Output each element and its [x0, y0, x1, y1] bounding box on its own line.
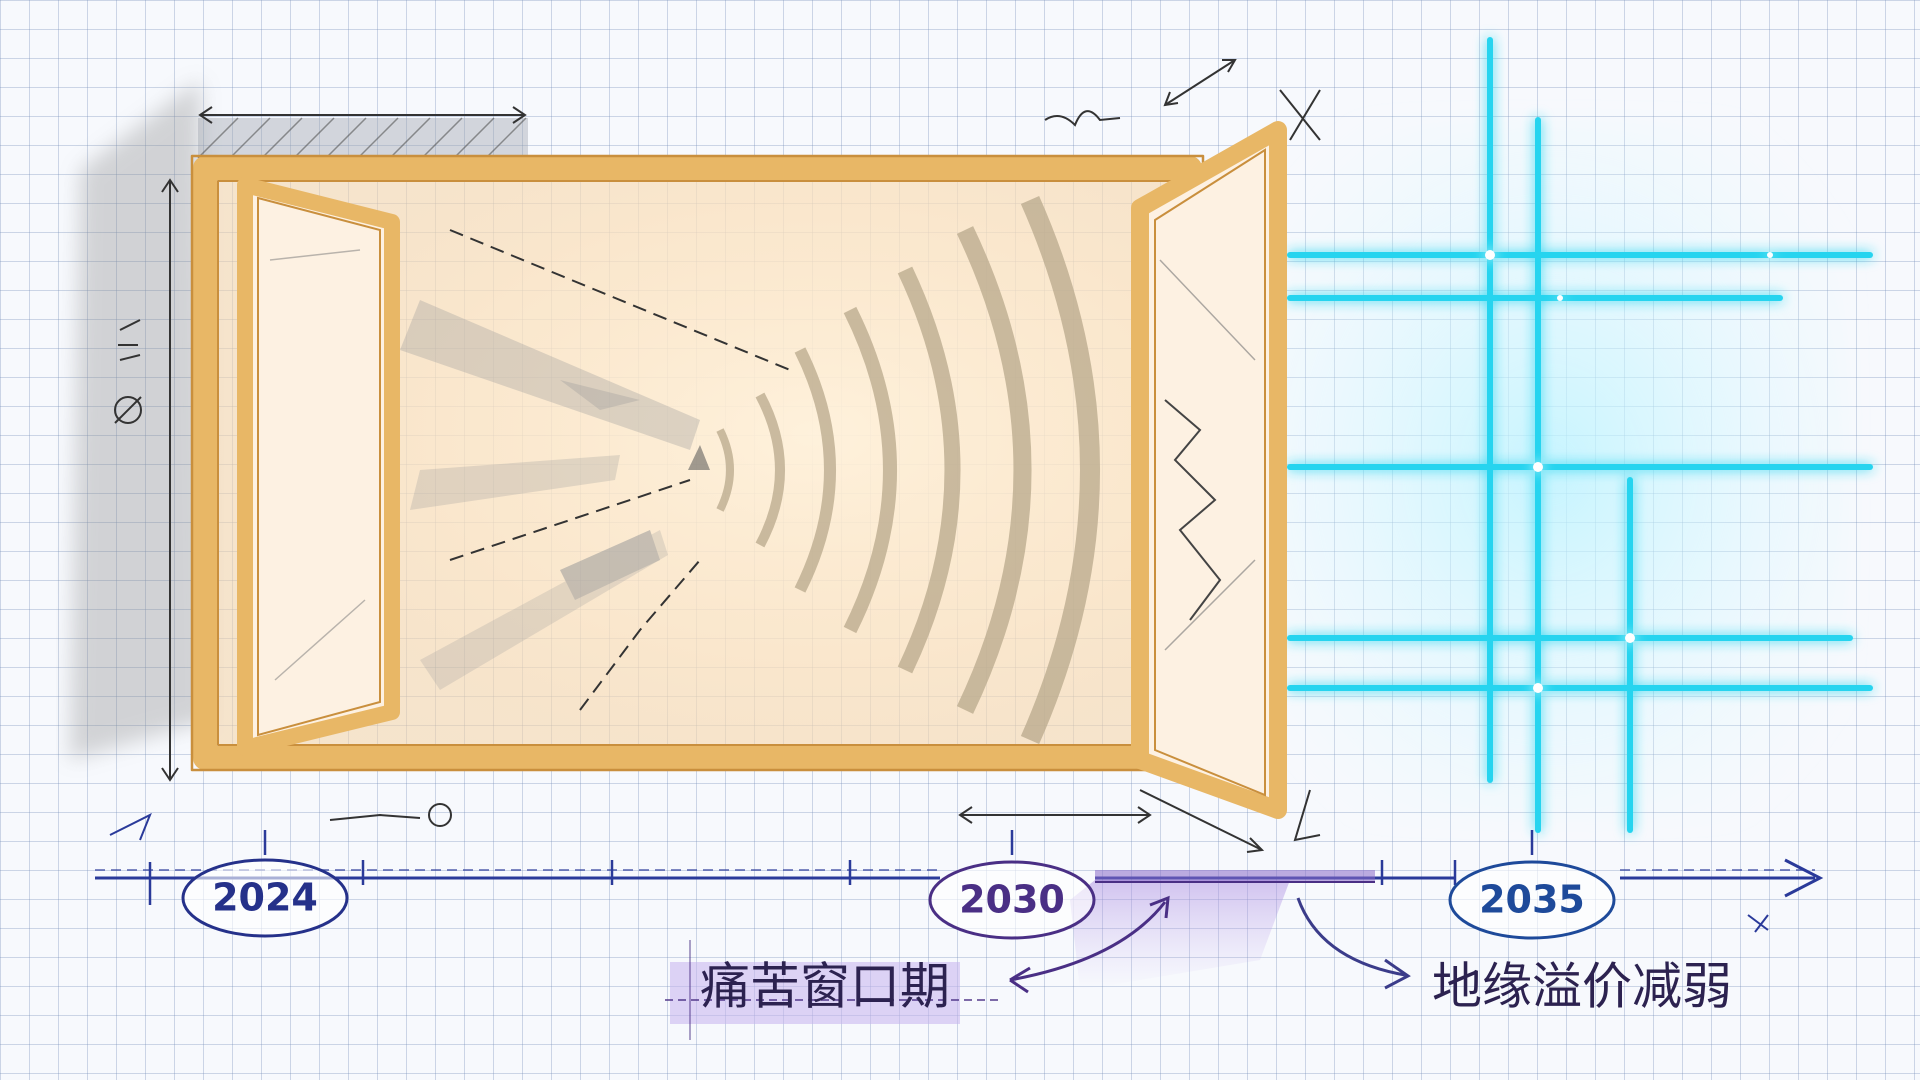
right-window-sash [1131, 121, 1287, 819]
year-label-2035: 2035 [1479, 878, 1585, 922]
geo-premium-label: 地缘溢价减弱 [1432, 958, 1732, 1016]
dimension-lines [114, 59, 1321, 853]
year-marker-2024: 2024 [181, 858, 349, 938]
pencil-shading [70, 80, 210, 760]
year-marker-2035: 2035 [1448, 860, 1616, 940]
pain-window-segment [1070, 870, 1375, 990]
year-label-2030: 2030 [959, 878, 1065, 922]
left-window-sash [237, 177, 400, 756]
pain-window-callout: 痛苦窗口期 [665, 895, 1170, 1040]
sound-arcs [716, 195, 1100, 745]
pain-window-label: 痛苦窗口期 [700, 958, 950, 1016]
year-label-2024: 2024 [212, 876, 318, 920]
grid-sparkles [1485, 250, 1773, 693]
light-rays [400, 300, 710, 690]
hatched-header [197, 117, 528, 159]
year-marker-2030: 2030 [928, 860, 1096, 940]
glowing-grid [1287, 37, 1873, 833]
dashed-rays [449, 229, 791, 711]
geo-premium-callout: 地缘溢价减弱 [1296, 897, 1732, 1016]
